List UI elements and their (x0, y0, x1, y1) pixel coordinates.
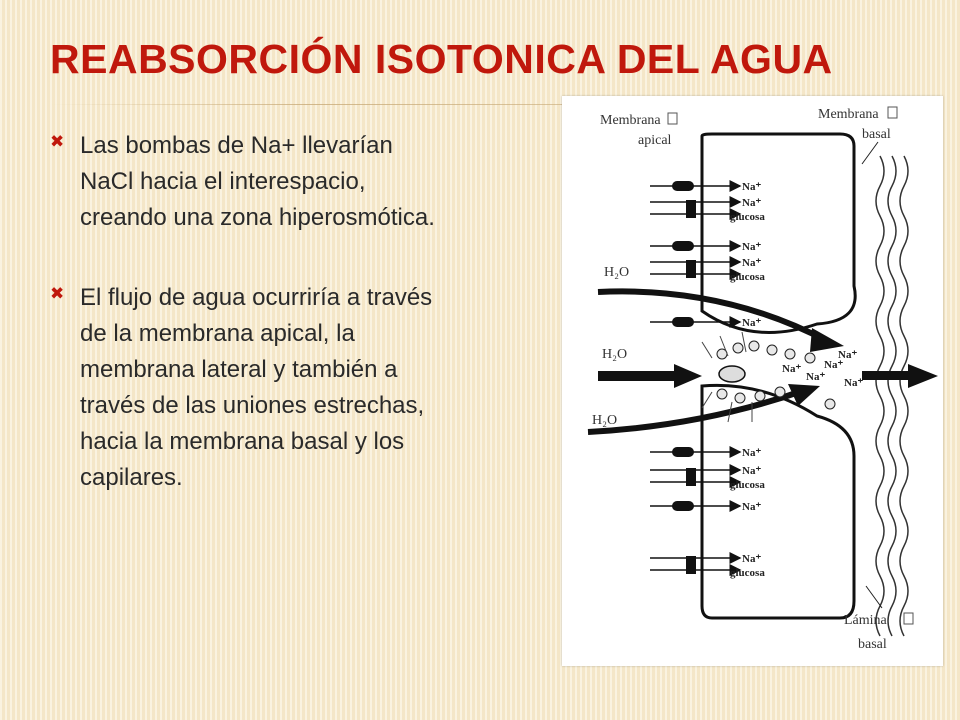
svg-text:Na⁺: Na⁺ (742, 181, 761, 193)
title-divider (50, 104, 910, 105)
label-lamina-basal-2: basal (858, 637, 887, 652)
label-apical: apical (638, 133, 672, 148)
arrowhead-icon (810, 328, 844, 352)
label-lamina-basal: Lámina (844, 613, 888, 628)
water-flow-arrow (587, 388, 803, 435)
interspace-hatching (701, 331, 753, 423)
slide-title: REABSORCIÓN ISOTONICA DEL AGUA (50, 36, 833, 82)
svg-text:glucosa: glucosa (730, 479, 765, 491)
interspace-ion-circles (716, 340, 836, 410)
water-flow-arrow (597, 288, 829, 344)
svg-text:Na⁺: Na⁺ (742, 241, 761, 253)
x-bullet-icon: ✖ (50, 284, 65, 304)
transporter-4: Na⁺ glucosa (650, 256, 765, 283)
label-h2o-3: H₂O (592, 413, 617, 428)
bullet-item: ✖ Las bombas de Na+ llevarían NaCl hacia… (50, 128, 450, 236)
pointer-line (861, 141, 879, 165)
bullet-list: ✖ Las bombas de Na+ llevarían NaCl hacia… (50, 128, 450, 540)
svg-text:glucosa: glucosa (730, 567, 765, 579)
arrowhead-icon (788, 384, 820, 406)
label-h2o-1: H₂O (604, 265, 629, 280)
transporter-9: Na⁺ glucosa (650, 552, 765, 579)
transporter-1: Na⁺ (650, 180, 761, 193)
upper-cell (700, 132, 857, 334)
pointer-line (865, 585, 883, 609)
svg-text:Na⁺: Na⁺ (742, 553, 761, 565)
interspace-ion-label: Na⁺ (824, 359, 843, 371)
label-h2o-2: H₂O (602, 347, 627, 362)
bullet-item: ✖ El flujo de agua ocurriría a través de… (50, 280, 450, 496)
interspace-ion-label: Na⁺ (838, 349, 857, 361)
transporter-8: Na⁺ (650, 500, 761, 513)
svg-text:Na⁺: Na⁺ (742, 501, 761, 513)
svg-text:glucosa: glucosa (730, 271, 765, 283)
arrowhead-icon (908, 364, 938, 388)
interspace-ion-label: Na⁺ (782, 363, 801, 375)
epithelium-diagram-svg: Membrana apical Membrana basal Na⁺ (587, 106, 938, 652)
interspace-ion-label: Na⁺ (806, 371, 825, 383)
basal-lamina-line (875, 155, 885, 637)
basal-lamina-line (899, 155, 909, 637)
bullet-text: Las bombas de Na+ llevarían NaCl hacia e… (80, 132, 435, 231)
transporter-2: Na⁺ glucosa (650, 196, 765, 223)
water-flow-arrow (598, 371, 678, 381)
svg-text:Na⁺: Na⁺ (742, 465, 761, 477)
x-bullet-icon: ✖ (50, 132, 65, 152)
lower-cell (700, 383, 856, 620)
transporter-5: Na⁺ (650, 316, 761, 329)
transporter-6: Na⁺ (650, 446, 761, 459)
svg-text:Na⁺: Na⁺ (742, 447, 761, 459)
svg-text:Na⁺: Na⁺ (742, 317, 761, 329)
label-membrana-basal: Membrana (818, 107, 879, 122)
label-box-icon (887, 106, 898, 119)
bullet-text: El flujo de agua ocurriría a través de l… (80, 284, 433, 491)
svg-text:glucosa: glucosa (730, 211, 765, 223)
label-box-icon (667, 112, 678, 125)
epithelium-diagram: Membrana apical Membrana basal Na⁺ (562, 96, 943, 666)
svg-text:Na⁺: Na⁺ (742, 257, 761, 269)
transporter-3: Na⁺ (650, 240, 761, 253)
tight-junction (718, 365, 746, 383)
label-basal: basal (862, 127, 891, 142)
arrowhead-icon (674, 364, 702, 388)
svg-text:Na⁺: Na⁺ (742, 197, 761, 209)
label-membrana-apical: Membrana (600, 113, 661, 128)
basal-outflow-arrow (862, 371, 912, 380)
basal-lamina-line (887, 155, 897, 637)
label-box-icon (903, 612, 914, 625)
transporter-7: Na⁺ glucosa (650, 464, 765, 491)
interspace-ion-label: Na⁺ (844, 377, 863, 389)
